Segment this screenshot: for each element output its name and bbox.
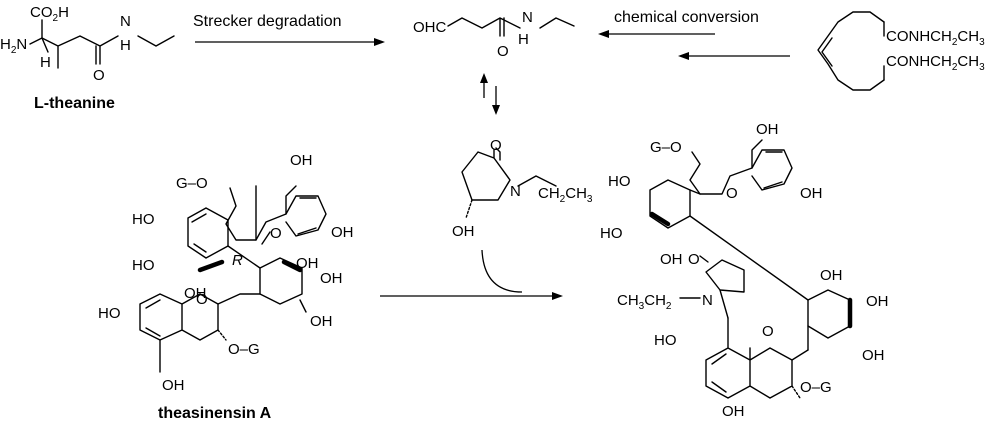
co2h-label: CO2H — [30, 4, 69, 24]
pyrrolidinone-oh-label: OH — [452, 223, 475, 240]
ta-oh-a1: OH — [290, 152, 313, 169]
ta-ring-o1: O — [270, 225, 282, 242]
aldehyde-o-label: O — [497, 43, 509, 60]
l-theanine-name: L-theanine — [34, 95, 115, 112]
pr-oh-d2: OH — [722, 403, 745, 420]
pr-go-label: G–O — [650, 139, 682, 156]
amide-h-label: H — [120, 37, 131, 54]
ta-oh-d2: OH — [162, 377, 185, 394]
cyclic-diamide-structure: CONHCH2CH3 CONHCH2CH3 — [817, 11, 985, 91]
pr-n-label: N — [702, 292, 713, 309]
pr-oh-c2: OH — [866, 293, 889, 310]
ta-oh-c2: OH — [320, 270, 343, 287]
condensation-arrow — [380, 249, 563, 300]
chemical-conversion-label: chemical conversion — [614, 9, 759, 26]
pr-oh-a2: OH — [800, 185, 823, 202]
strecker-arrow — [195, 38, 385, 46]
pr-oh-b3: OH — [660, 251, 683, 268]
ta-og-label: O–G — [228, 341, 260, 358]
pr-oh-c1: OH — [820, 267, 843, 284]
ta-ring-o2: O — [196, 291, 208, 308]
pr-oh-a1: OH — [756, 121, 779, 138]
pyrrolidinone-structure: O N CH2CH3 OH — [452, 137, 593, 240]
aldehyde-n-label: N — [522, 9, 533, 26]
equilibrium-arrows — [480, 73, 500, 115]
amide2-label: CONHCH2CH3 — [886, 53, 985, 73]
ta-oh-c1: OH — [296, 255, 319, 272]
pr-lactam-o: O — [688, 251, 700, 268]
ta-oh-b2: HO — [132, 257, 155, 274]
amide1-label: CONHCH2CH3 — [886, 28, 985, 48]
h2n-label: H2N — [0, 36, 27, 56]
theasinensin-a-name: theasinensin A — [158, 405, 272, 421]
pyrrolidinone-n-label: N — [510, 183, 521, 200]
alpha-h-label: H — [40, 54, 51, 71]
ta-go-label: G–O — [176, 175, 208, 192]
pr-oh-c3: OH — [862, 347, 885, 364]
pyrrolidinone-ethyl-label: CH2CH3 — [538, 185, 593, 205]
pr-ring-o2: O — [762, 323, 774, 340]
chiral-r-label: R — [232, 252, 243, 269]
strecker-degradation-label: Strecker degradation — [193, 13, 342, 30]
amide-o-label: O — [93, 67, 105, 84]
conversion-arrow-lower — [678, 52, 790, 60]
amide-n-label: N — [120, 13, 131, 30]
ta-oh-b3: OH — [184, 285, 207, 302]
pr-og-label: O–G — [800, 379, 832, 396]
ta-oh-d1: HO — [98, 305, 121, 322]
pr-ring-o1: O — [726, 185, 738, 202]
ta-oh-a2: OH — [331, 224, 354, 241]
ta-oh-c3: OH — [310, 313, 333, 330]
theasinensin-a-structure: G–O OH OH O HO HO OH R OH OH OH HO O OH … — [98, 152, 354, 394]
ohc-label: OHC — [413, 19, 447, 36]
product-structure: G–O OH OH O HO HO OH O CH3CH2 N HO O OH … — [600, 121, 889, 420]
pr-oh-b1: HO — [608, 173, 631, 190]
pr-ethyl-label: CH3CH2 — [617, 292, 672, 312]
aldehyde-h-label: H — [518, 31, 529, 48]
pr-oh-d1: HO — [654, 332, 677, 349]
aldehyde-structure: OHC N H O — [413, 9, 575, 60]
lactam-o-label: O — [490, 137, 502, 154]
conversion-arrow-upper — [598, 30, 715, 38]
pr-oh-b2: HO — [600, 225, 623, 242]
l-theanine-structure: CO2H H2N H N H O — [0, 4, 175, 84]
ta-oh-b1: HO — [132, 211, 155, 228]
